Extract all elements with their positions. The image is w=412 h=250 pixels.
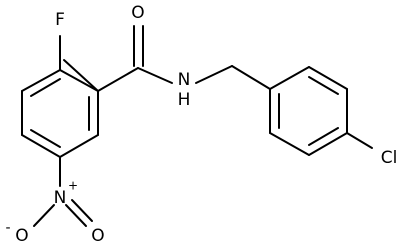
bond [21,134,61,158]
amide-linkage [97,25,271,92]
aromatic-bond [308,76,339,95]
atom-label-nitro-oxygen-right: O [91,226,104,246]
bond-n-o [33,204,55,227]
bond [195,65,233,84]
chlorophenyl-ring [269,66,373,156]
atom-labels: F O N H Cl N + O - O [5,3,397,246]
atom-label-chlorine: Cl [381,148,398,168]
atom-label-amide-nitrogen: N [178,70,191,90]
bond-n-o-double [65,204,87,227]
bond [231,65,271,90]
atom-label-carbonyl-oxygen: O [131,3,144,23]
nitro-group [33,199,93,227]
atom-label-amide-hydrogen: H [178,90,191,110]
bond-n-o-double [71,199,93,222]
bond [59,69,99,92]
bond [21,69,61,92]
atom-label-nitro-plus: + [68,179,78,193]
bond [308,132,348,156]
nitrofluorophenyl-ring [21,35,99,187]
bond-c-cl [346,132,373,149]
atom-label-nitro-minus: - [5,220,10,236]
atom-label-fluorine: F [55,10,65,30]
aromatic-bond [30,129,61,148]
aromatic-bond [30,78,61,97]
bond [59,134,99,158]
bond [137,67,173,84]
bond [97,67,139,92]
bond [269,132,310,156]
bond [308,66,348,90]
bond [269,66,310,90]
bond [63,59,99,92]
atom-label-nitro-oxygen-left: O [15,226,28,246]
aromatic-bond [308,127,339,146]
atom-label-nitro-nitrogen: N [54,188,67,208]
